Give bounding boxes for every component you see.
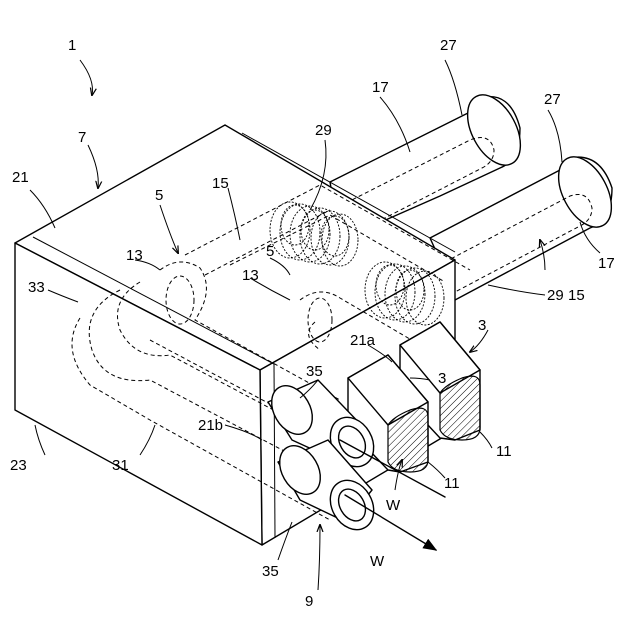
label-section-a: 11 bbox=[496, 443, 512, 460]
label-front-face: 23 bbox=[10, 457, 27, 474]
label-coil-right: 29 bbox=[547, 287, 564, 304]
label-loop-portion: 15 bbox=[212, 175, 229, 192]
label-core-right: 17 bbox=[598, 255, 615, 272]
label-inner-end-b: 5 bbox=[266, 243, 274, 260]
label-round-tube-top: 35 bbox=[306, 363, 323, 380]
label-housing-top-face: 21 bbox=[12, 169, 29, 186]
label-direction-b: W bbox=[370, 553, 385, 570]
label-core-top: 17 bbox=[372, 79, 389, 96]
label-flat-conductor-b: 3 bbox=[438, 370, 446, 387]
label-loop-portion-right: 15 bbox=[568, 287, 585, 304]
label-inner-tube: 31 bbox=[112, 457, 129, 474]
label-inner-end-a: 5 bbox=[155, 187, 163, 204]
label-bend-b: 13 bbox=[242, 267, 259, 284]
label-bend-a: 13 bbox=[126, 247, 143, 264]
label-section-b: 11 bbox=[444, 475, 460, 492]
label-terminal-face-b: 21b bbox=[198, 417, 223, 434]
label-flat-conductor-a: 3 bbox=[478, 317, 486, 334]
label-tube-unit: 9 bbox=[305, 593, 313, 610]
label-housing: 7 bbox=[78, 129, 86, 146]
label-assembly: 1 bbox=[68, 37, 76, 54]
label-direction-a: W bbox=[386, 497, 401, 514]
label-terminal-face-a: 21a bbox=[350, 332, 376, 349]
label-round-tube-bottom: 35 bbox=[262, 563, 279, 580]
label-coil-top: 29 bbox=[315, 122, 332, 139]
label-pipe-a: 27 bbox=[440, 37, 457, 54]
label-u-bend: 33 bbox=[28, 279, 45, 296]
label-pipe-b: 27 bbox=[544, 91, 561, 108]
